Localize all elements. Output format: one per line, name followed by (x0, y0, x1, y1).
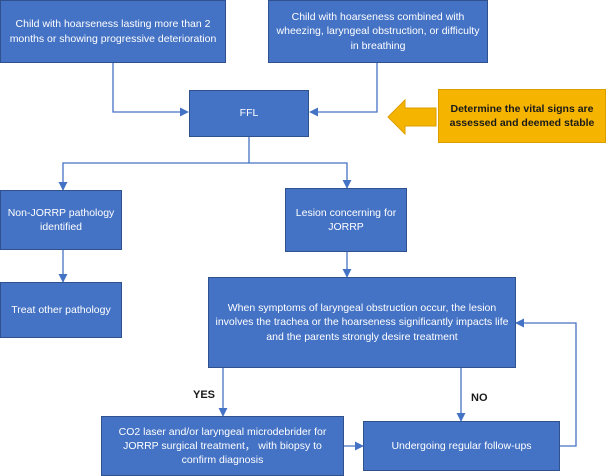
vital-signs-text: Determine the vital signs are assessed a… (449, 102, 595, 129)
treat-other-box: Treat other pathology (0, 282, 122, 338)
hoarseness-combined-text: Child with hoarseness combined with whee… (276, 11, 480, 52)
co2-laser-text: CO2 laser and/or laryngeal microdebrider… (118, 425, 327, 467)
yes-label: YES (193, 389, 216, 401)
hoarseness-2-months-box: Child with hoarseness lasting more than … (0, 0, 226, 63)
vital-signs-pointer-arrow (387, 98, 437, 136)
follow-ups-box: Undergoing regular follow-ups (363, 421, 560, 471)
arrow-ffl-to-non-jorrp (58, 137, 250, 191)
treat-other-text: Treat other pathology (11, 303, 111, 316)
hoarseness-combined-box: Child with hoarseness combined with whee… (268, 0, 488, 63)
lesion-concerning-text: Lesion concerning for JORRP (295, 206, 397, 233)
arrow-hoarseness-to-ffl (112, 63, 189, 117)
arrow-ffl-to-lesion (249, 162, 352, 189)
vital-signs-box: Determine the vital signs are assessed a… (438, 89, 606, 143)
symptoms-decision-box: When symptoms of laryngeal obstruction o… (208, 277, 516, 368)
ffl-box: FFL (189, 90, 309, 137)
non-jorrp-text: Non-JORRP pathology identified (7, 206, 115, 233)
follow-ups-text: Undergoing regular follow-ups (391, 439, 532, 452)
symptoms-decision-text: When symptoms of laryngeal obstruction o… (215, 302, 509, 343)
co2-laser-box: CO2 laser and/or laryngeal microdebrider… (101, 416, 344, 476)
no-label: NO (471, 392, 488, 404)
hoarseness-2-months-text: Child with hoarseness lasting more than … (9, 18, 217, 45)
arrow-combined-to-ffl (309, 63, 378, 117)
non-jorrp-box: Non-JORRP pathology identified (0, 190, 122, 250)
ffl-text: FFL (239, 107, 259, 120)
arrow-follow-loop (515, 318, 577, 447)
lesion-concerning-box: Lesion concerning for JORRP (285, 188, 407, 252)
